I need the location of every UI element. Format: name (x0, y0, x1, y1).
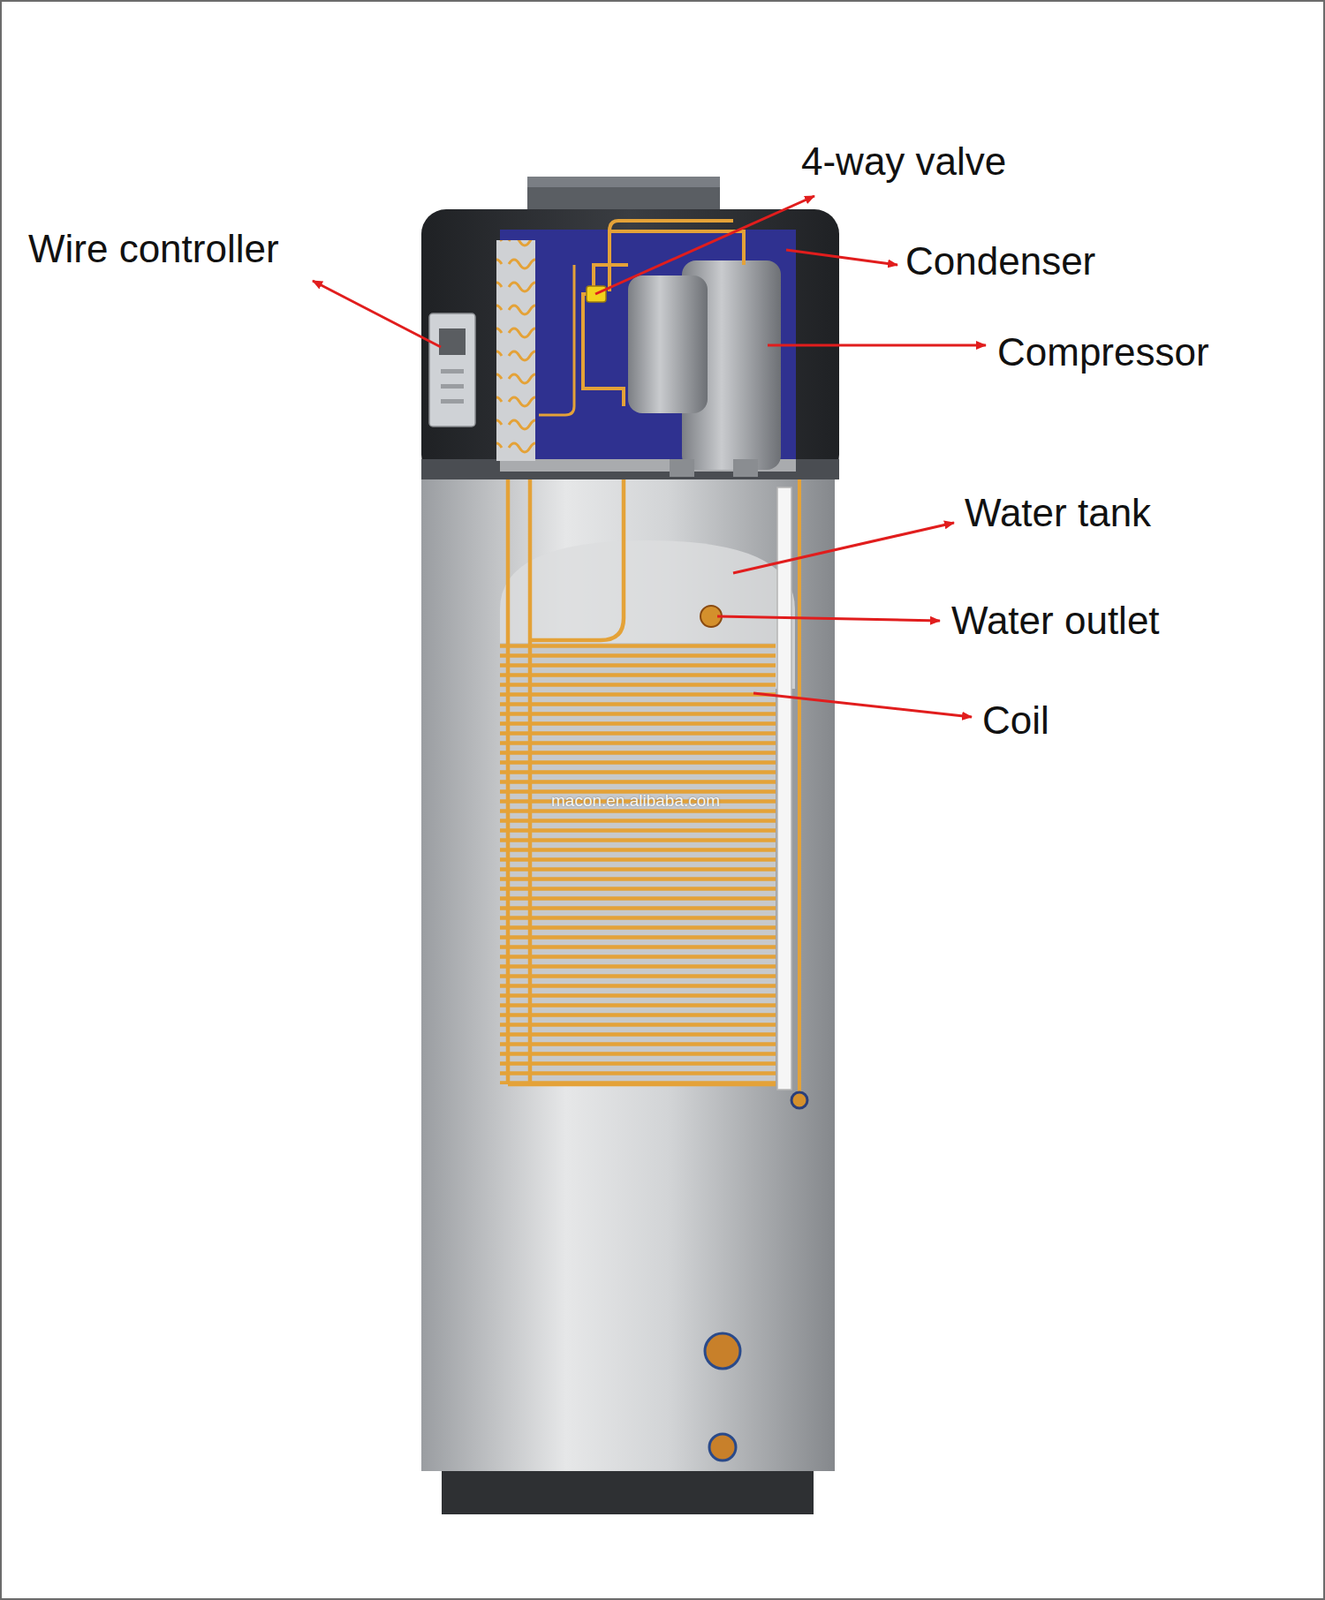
part-label: Coil (982, 698, 1050, 744)
part-label: Condenser (905, 239, 1096, 285)
part-label: 4-way valve (801, 139, 1007, 185)
part-label: Wire controller (28, 227, 280, 273)
part-label: Water tank (964, 491, 1151, 537)
leader-lines (312, 196, 986, 718)
part-label: Water outlet (951, 598, 1160, 644)
part-label: Compressor (997, 330, 1210, 376)
watermark: macon.en.alibaba.com (551, 791, 720, 811)
